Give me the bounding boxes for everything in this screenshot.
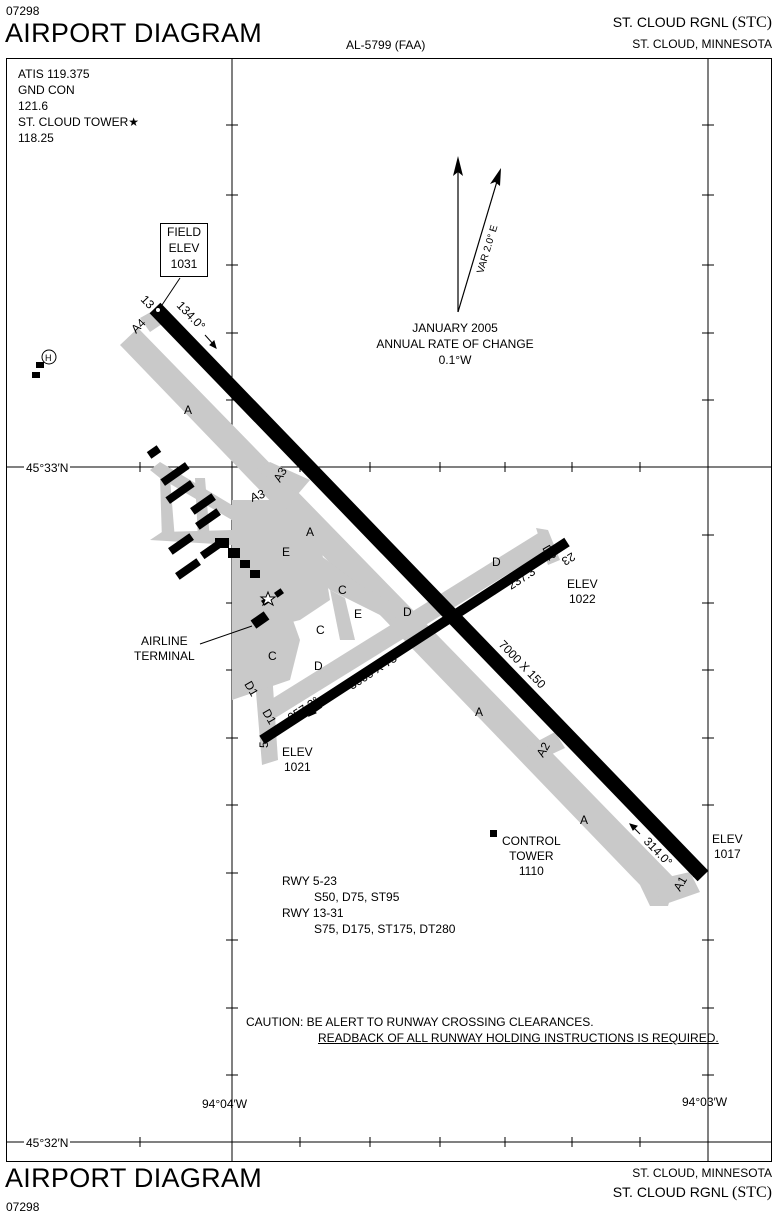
control-tower-label: CONTROL TOWER 1110 bbox=[502, 834, 561, 879]
caution-line2: READBACK OF ALL RUNWAY HOLDING INSTRUCTI… bbox=[318, 1031, 719, 1045]
magnetic-north-arrow-icon bbox=[490, 168, 501, 186]
field-elevation-box: FIELD ELEV 1031 bbox=[160, 223, 208, 277]
tower-star-icon: ★ bbox=[128, 115, 140, 129]
heliport-icon bbox=[41, 349, 57, 365]
terminal-line2: TERMINAL bbox=[134, 649, 195, 663]
elev-31-label: ELEV bbox=[712, 832, 743, 846]
taxiway-label-d1-south: D1 bbox=[259, 707, 279, 728]
chart-number-top: 07298 bbox=[6, 4, 40, 18]
caution-note: CAUTION: BE ALERT TO RUNWAY CROSSING CLE… bbox=[246, 1014, 719, 1046]
diagram-frame bbox=[6, 58, 772, 1162]
control-tower-line1: CONTROL bbox=[502, 834, 561, 848]
field-elev-line2: ELEV bbox=[168, 241, 200, 255]
taxiway-label-c-west: C bbox=[268, 649, 277, 663]
taxiway-label-d-east: D bbox=[492, 555, 501, 569]
taxiway-label-d-west: D bbox=[314, 659, 323, 673]
elev-31-value: 1017 bbox=[713, 847, 741, 861]
runway-strength-block: RWY 5-23 S50, D75, ST95 RWY 13-31 S75, D… bbox=[282, 873, 455, 937]
page-title: AIRPORT DIAGRAM bbox=[5, 18, 263, 48]
ground-control-frequency: 121.6 bbox=[18, 99, 49, 113]
footer-title: AIRPORT DIAGRAM bbox=[5, 1163, 263, 1193]
elevation-rwy-23: ELEV 1022 bbox=[567, 577, 598, 607]
strength-rwy-5-23: RWY 5-23 bbox=[282, 874, 337, 888]
magvar-rate-label: ANNUAL RATE OF CHANGE bbox=[376, 337, 534, 351]
field-elev-line1: FIELD bbox=[166, 225, 201, 239]
magvar-rate-value: 0.1°W bbox=[438, 353, 472, 367]
frequency-block: ATIS 119.375 GND CON 121.6 ST. CLOUD TOW… bbox=[18, 66, 139, 146]
elevation-rwy-31: ELEV 1017 bbox=[712, 832, 743, 862]
taxiway-label-a2: A2 bbox=[533, 740, 553, 760]
elev-5-label: ELEV bbox=[282, 745, 313, 759]
latitude-north: 45°33′N bbox=[24, 461, 71, 475]
al-number: AL-5799 (FAA) bbox=[346, 38, 426, 52]
elev-5-value: 1021 bbox=[283, 760, 311, 774]
taxiway-label-a-south: A bbox=[475, 705, 483, 719]
magvar-info: JANUARY 2005 ANNUAL RATE OF CHANGE 0.1°W bbox=[360, 320, 550, 368]
runway-5-23 bbox=[259, 537, 570, 745]
heliport-label: H bbox=[45, 353, 52, 363]
beacon-star-icon bbox=[259, 590, 277, 607]
taxiway-label-a1: A1 bbox=[670, 874, 690, 894]
elev-23-label: ELEV bbox=[567, 577, 598, 591]
taxiway-label-d-mid: D bbox=[403, 605, 412, 619]
field-elev-value: 1031 bbox=[170, 257, 198, 271]
caution-line1: CAUTION: BE ALERT TO RUNWAY CROSSING CLE… bbox=[246, 1015, 594, 1029]
magvar-date: JANUARY 2005 bbox=[412, 321, 498, 335]
strength-rwy-5-23-values: S50, D75, ST95 bbox=[314, 890, 400, 904]
longitude-west: 94°04′W bbox=[202, 1097, 248, 1111]
tower-label: ST. CLOUD TOWER★ bbox=[18, 115, 140, 129]
taxiway-label-d2: D2 bbox=[539, 543, 559, 564]
taxiway-label-c-north: C bbox=[338, 583, 347, 597]
ground-control-label: GND CON bbox=[18, 83, 75, 97]
taxiway-surfaces bbox=[120, 308, 700, 906]
control-tower-line2: TOWER bbox=[509, 849, 554, 863]
airline-terminal-label: AIRLINE TERMINAL bbox=[134, 634, 195, 664]
taxiway-label-a-mid: A bbox=[306, 525, 314, 539]
taxiway-label-a-far-south: A bbox=[580, 813, 588, 827]
latitude-south: 45°32′N bbox=[24, 1136, 71, 1150]
chart-number-bottom: 07298 bbox=[6, 1200, 40, 1214]
atis-frequency: ATIS 119.375 bbox=[18, 67, 90, 81]
taxiway-label-a-north: A bbox=[184, 403, 192, 417]
taxiway-label-a3-west: A3 bbox=[248, 487, 267, 505]
taxiway-label-e-east: E bbox=[354, 607, 362, 621]
longitude-east: 94°03′W bbox=[682, 1095, 728, 1109]
tower-frequency: 118.25 bbox=[18, 131, 54, 145]
runway-end-23: 23 bbox=[559, 549, 578, 568]
airport-name: ST. CLOUD RGNL (STC) bbox=[612, 14, 772, 31]
magvar-label: VAR 2.0° E bbox=[475, 224, 500, 275]
taxiway-label-e-west: E bbox=[282, 545, 290, 559]
elev-23-value: 1022 bbox=[568, 592, 596, 606]
city-state: ST. CLOUD, MINNESOTA bbox=[632, 37, 772, 51]
runway-end-31: 31 bbox=[690, 864, 704, 878]
true-north-arrow-icon bbox=[453, 156, 463, 176]
strength-rwy-13-31-values: S75, D175, ST175, DT280 bbox=[314, 922, 456, 936]
footer-airport-name: ST. CLOUD RGNL (STC) bbox=[612, 1184, 772, 1201]
terminal-line1: AIRLINE bbox=[141, 634, 188, 648]
elevation-rwy-5: ELEV 1021 bbox=[282, 745, 313, 775]
taxiway-label-d1-north: D1 bbox=[241, 679, 261, 700]
control-tower-elev: 1110 bbox=[518, 864, 544, 878]
taxiway-label-c-mid: C bbox=[316, 623, 325, 637]
runway-13-31 bbox=[149, 302, 709, 882]
taxiway-label-a3-east: A3 bbox=[270, 465, 290, 485]
hangars bbox=[32, 362, 497, 837]
runway-end-5: 5 bbox=[257, 741, 271, 748]
strength-rwy-13-31: RWY 13-31 bbox=[282, 906, 344, 920]
footer-city-state: ST. CLOUD, MINNESOTA bbox=[632, 1166, 772, 1180]
